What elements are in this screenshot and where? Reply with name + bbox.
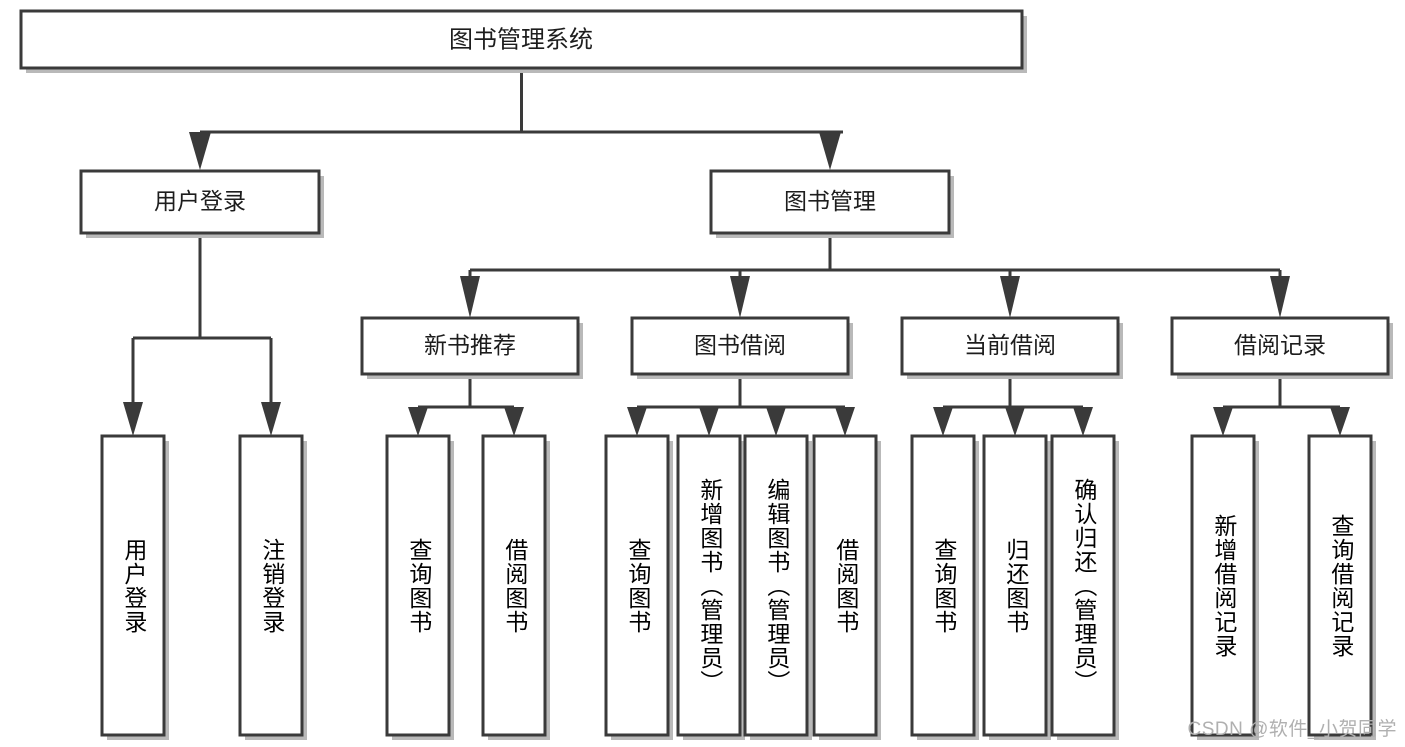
user-login-box [79,169,321,235]
node-leaf-user-login[interactable]: 用户登录 [100,434,169,740]
arrow-to-leaf-borrow-book-1 [504,407,524,436]
current-borrow-label: 当前借阅 [964,332,1056,358]
node-leaf-query-book-3[interactable]: 查询图书 [910,434,979,740]
node-book-manage[interactable]: 图书管理 [709,169,954,238]
arrow-to-leaf-confirm-return [1073,407,1093,436]
node-leaf-edit-book[interactable]: 编辑图书（管理员） [743,434,812,740]
leaf-logout-box [238,434,304,737]
new-book-rec-label: 新书推荐 [424,332,516,358]
leaf-node-group: 用户登录 注销登录 查询图书 [100,434,1376,740]
arrow-to-leaf-logout [261,402,281,436]
arrow-to-borrow-record [1270,276,1290,318]
leaf-add-record-label: 新增借阅记录 [1210,513,1237,658]
user-login-label: 用户登录 [154,188,246,214]
leaf-query-book-1-text-wrap: 查询图书 [405,537,432,634]
node-current-borrow[interactable]: 当前借阅 [900,316,1123,379]
leaf-user-login-box [100,434,166,737]
borrow-record-box [1170,316,1390,376]
node-leaf-logout[interactable]: 注销登录 [238,434,307,740]
leaf-borrow-book-1-box [481,434,547,737]
node-borrow-record[interactable]: 借阅记录 [1170,316,1393,379]
leaf-return-book-box [982,434,1048,737]
leaf-logout-label: 注销登录 [258,537,285,634]
current-borrow-box [900,316,1120,376]
book-manage-box [709,169,951,235]
leaf-borrow-book-2-text-wrap: 借阅图书 [832,537,859,634]
book-borrow-box [630,316,850,376]
arrow-to-user-login [189,132,211,170]
node-book-borrow[interactable]: 图书借阅 [630,316,853,379]
node-leaf-confirm-return[interactable]: 确认归还（管理员） [1050,434,1119,740]
leaf-borrow-book-1-label: 借阅图书 [501,537,528,634]
leaf-query-book-3-box [910,434,976,737]
leaf-edit-book-text-wrap: 编辑图书（管理员） [763,477,790,694]
leaf-query-book-2-text-wrap: 查询图书 [624,537,651,634]
leaf-query-book-3-text-wrap: 查询图书 [930,537,957,634]
leaf-add-book-box [676,434,742,737]
arrow-to-book-borrow [730,276,750,318]
leaf-query-book-3-label: 查询图书 [930,537,957,634]
arrow-to-leaf-borrow-book-2 [835,407,855,436]
node-leaf-borrow-book-2[interactable]: 借阅图书 [812,434,881,740]
leaf-borrow-book-2-label: 借阅图书 [832,537,859,634]
arrow-to-new-book-rec [460,276,480,318]
arrow-to-leaf-return-book [1005,407,1025,436]
node-leaf-query-record[interactable]: 查询借阅记录 [1307,434,1376,740]
arrow-to-leaf-query-record [1330,407,1350,436]
new-book-rec-box [360,316,580,376]
leaf-edit-book-label: 编辑图书（管理员） [763,477,790,694]
leaf-confirm-return-box [1050,434,1116,737]
leaf-logout-text-wrap: 注销登录 [258,537,285,634]
leaf-add-record-box [1190,434,1256,737]
leaf-query-record-text-wrap: 查询借阅记录 [1327,513,1354,658]
leaf-query-record-label: 查询借阅记录 [1327,513,1354,658]
arrow-to-leaf-query-book-3 [933,407,953,436]
leaf-query-book-2-label: 查询图书 [624,537,651,634]
connector-layer [123,68,1350,436]
leaf-user-login-label: 用户登录 [120,537,147,634]
leaf-query-book-1-box [385,434,451,737]
leaf-query-record-box [1307,434,1373,737]
leaf-add-book-text-wrap: 新增图书（管理员） [696,477,723,694]
arrow-to-leaf-query-book-2 [627,407,647,436]
node-leaf-borrow-book-1[interactable]: 借阅图书 [481,434,550,740]
leaf-query-book-1-label: 查询图书 [405,537,432,634]
leaf-confirm-return-label: 确认归还（管理员） [1070,477,1097,694]
root-box [19,9,1024,70]
leaf-add-book-label: 新增图书（管理员） [696,477,723,694]
arrow-to-leaf-add-book [699,407,719,436]
leaf-add-record-text-wrap: 新增借阅记录 [1210,513,1237,658]
arrow-to-leaf-user-login [123,402,143,436]
node-leaf-query-book-1[interactable]: 查询图书 [385,434,454,740]
leaf-borrow-book-1-text-wrap: 借阅图书 [501,537,528,634]
arrow-to-leaf-edit-book [766,407,786,436]
book-borrow-label: 图书借阅 [694,332,786,358]
leaf-borrow-book-2-box [812,434,878,737]
borrow-record-label: 借阅记录 [1234,332,1326,358]
leaf-confirm-return-text-wrap: 确认归还（管理员） [1070,477,1097,694]
node-root[interactable]: 图书管理系统 [19,9,1027,73]
node-leaf-query-book-2[interactable]: 查询图书 [604,434,673,740]
root-label: 图书管理系统 [449,26,593,53]
node-leaf-return-book[interactable]: 归还图书 [982,434,1051,740]
leaf-user-login-text-wrap: 用户登录 [120,537,147,634]
leaf-return-book-label: 归还图书 [1002,537,1029,634]
leaf-return-book-text-wrap: 归还图书 [1002,537,1029,634]
leaf-edit-book-box [743,434,809,737]
node-leaf-add-book[interactable]: 新增图书（管理员） [676,434,745,740]
arrow-to-current-borrow [1000,276,1020,318]
arrow-to-leaf-query-book-1 [408,407,428,436]
node-user-login[interactable]: 用户登录 [79,169,324,238]
node-leaf-add-record[interactable]: 新增借阅记录 [1190,434,1259,740]
node-new-book-rec[interactable]: 新书推荐 [360,316,583,379]
book-manage-label: 图书管理 [784,188,876,214]
arrow-to-leaf-add-record [1213,407,1233,436]
leaf-query-book-2-box [604,434,670,737]
arrow-to-book-manage [819,132,841,170]
